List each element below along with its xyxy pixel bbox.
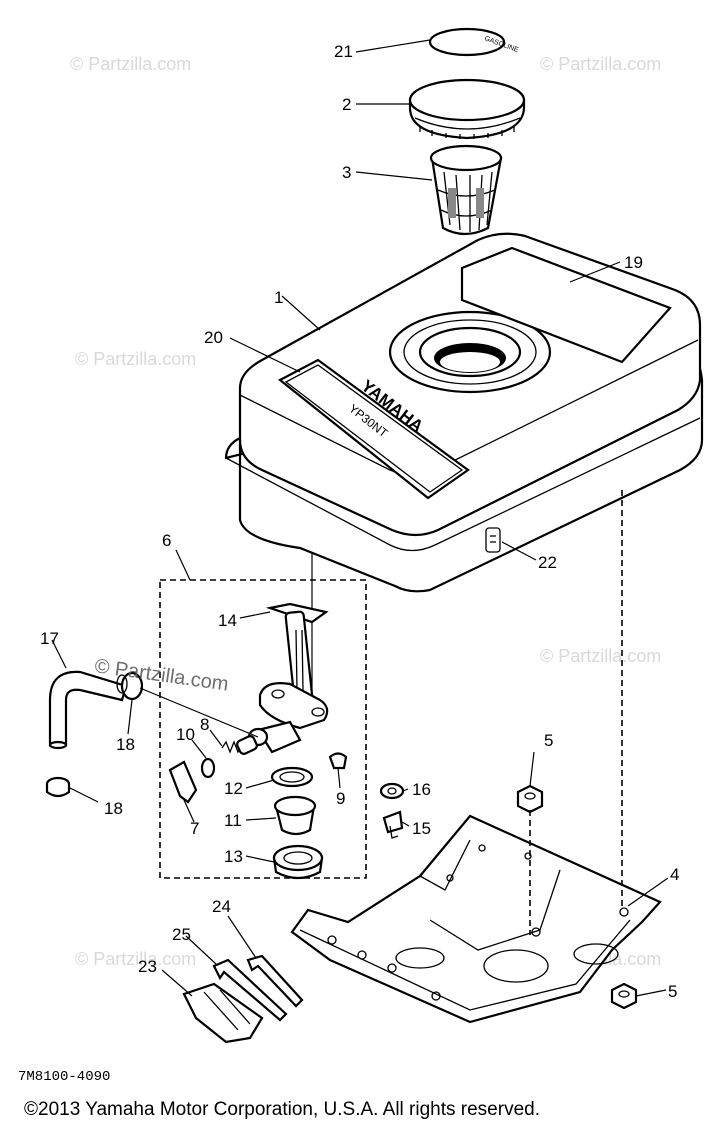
callout-15: 15	[412, 819, 431, 838]
callout-22: 22	[538, 553, 557, 572]
part-18-clip-upper	[116, 671, 144, 701]
part-23-tool-bag	[182, 982, 264, 1044]
part-6-fuel-cock-assembly	[159, 553, 367, 880]
part-4-mounting-bracket	[290, 814, 662, 1024]
part-15-bolt	[382, 810, 404, 839]
callout-4: 4	[670, 865, 679, 884]
callout-5: 5	[544, 731, 553, 750]
watermark: © Partzilla.com	[540, 54, 661, 74]
part-24-hex-key	[246, 954, 304, 1008]
drawing-number: 7M8100-4090	[18, 1069, 110, 1085]
leader-lines	[51, 39, 669, 997]
watermark: © Partzilla.com	[540, 646, 661, 666]
callout-16: 16	[412, 780, 431, 799]
callout-24: 24	[212, 897, 231, 916]
callout-3: 3	[342, 163, 351, 182]
callout-12: 12	[224, 779, 243, 798]
callout-6: 6	[162, 531, 171, 550]
callout-1: 1	[274, 288, 283, 307]
callout-labels: 21 2 3 19 1 20 6 14 17 18 18 8 10 7 12 1…	[40, 42, 679, 1001]
callout-10: 10	[176, 725, 195, 744]
callout-25: 25	[172, 925, 191, 944]
callout-21: 21	[334, 42, 353, 61]
part-5-nut-lower	[610, 982, 638, 1010]
callout-7: 7	[190, 819, 199, 838]
callout-14: 14	[218, 611, 237, 630]
callout-9: 9	[336, 789, 345, 808]
callout-18: 18	[116, 735, 135, 754]
callout-5: 5	[668, 982, 677, 1001]
part-5-nut-upper	[516, 784, 544, 814]
part-18-clip-lower	[45, 776, 71, 798]
callout-8: 8	[200, 715, 209, 734]
watermark: © Partzilla.com	[75, 949, 196, 969]
copyright-notice: ©2013 Yamaha Motor Corporation, U.S.A. A…	[24, 1099, 540, 1120]
callout-19: 19	[624, 253, 643, 272]
callout-13: 13	[224, 847, 243, 866]
callout-23: 23	[138, 957, 157, 976]
part-2-fuel-cap	[408, 78, 526, 140]
callout-20: 20	[204, 328, 223, 347]
part-3-fuel-strainer	[429, 144, 503, 236]
part-21-cap-label: GASOLINE	[428, 27, 520, 57]
watermark: © Partzilla.com	[75, 349, 196, 369]
watermark: © Partzilla.com	[70, 54, 191, 74]
part-17-fuel-hose	[48, 670, 128, 750]
part-25-hex-key	[212, 958, 288, 1022]
callout-18: 18	[104, 799, 123, 818]
callout-11: 11	[224, 811, 242, 830]
part-1-fuel-tank: YAMAHA YP30NT	[224, 232, 704, 593]
callout-2: 2	[342, 95, 351, 114]
callout-17: 17	[40, 629, 59, 648]
part-16-washer	[379, 782, 405, 800]
